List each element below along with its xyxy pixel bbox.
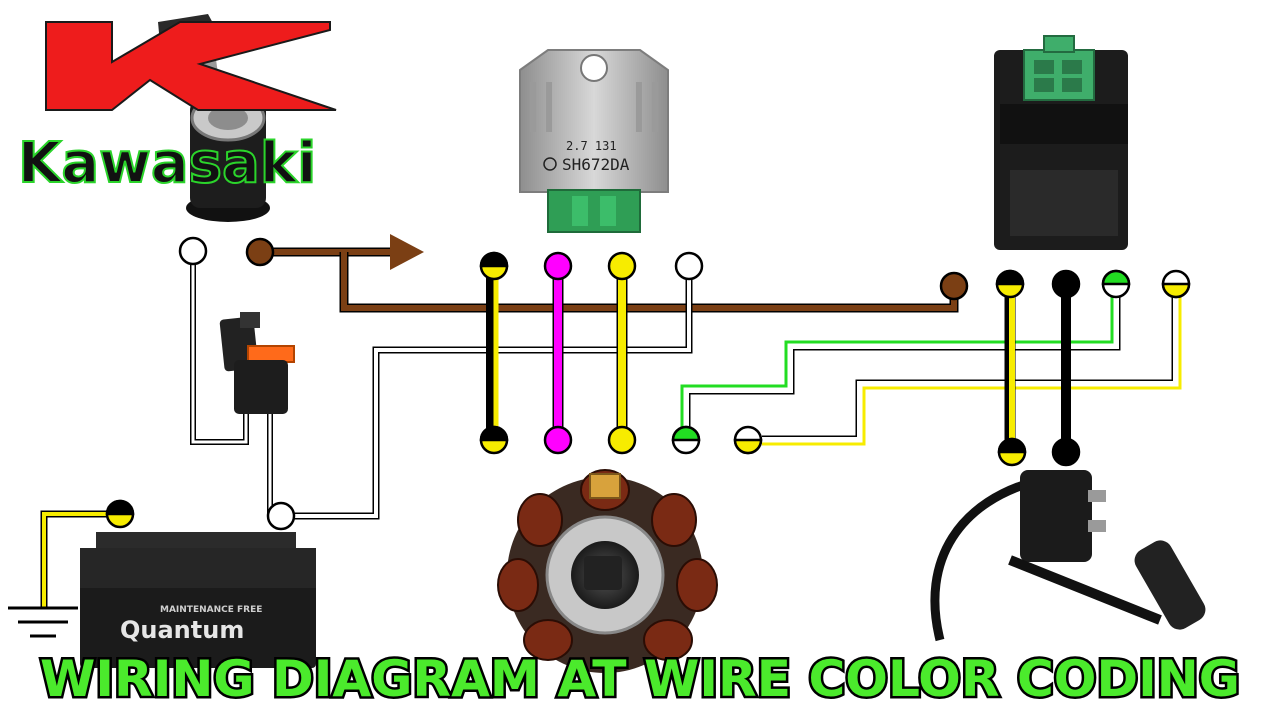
stator-terminal-yellow-white — [733, 425, 763, 455]
fuse-holder — [219, 312, 295, 414]
green-white-wire — [680, 284, 1121, 436]
ignition-coil — [930, 470, 1206, 642]
kawasaki-k-mark — [45, 21, 337, 111]
stator-terminal-pink — [543, 425, 573, 455]
yellow-white-wire — [762, 284, 1182, 446]
regulator-rectifier: 2.7 131 SH672DA — [519, 49, 669, 233]
coil-terminal-black-yellow — [997, 437, 1027, 467]
stator-terminal-green-white — [671, 425, 701, 455]
coil-terminal-black — [1051, 437, 1081, 467]
ground-wire — [40, 510, 120, 608]
cdi-connector — [1023, 49, 1095, 101]
brown-wire — [260, 234, 959, 313]
cdi-to-coil-wires — [1004, 284, 1071, 452]
regulator-connector — [547, 189, 641, 233]
battery: MAINTENANCE FREE Quantum — [80, 532, 316, 668]
stator-terminal-black-yellow — [479, 425, 509, 455]
stator-terminal-yellow — [607, 425, 637, 455]
white-wire-to-regulator — [281, 266, 693, 520]
cdi-terminal-black-yellow — [995, 269, 1025, 299]
cdi-terminal-green-white — [1101, 269, 1131, 299]
cdi-terminal-brown — [939, 271, 969, 301]
footer-title: WIRING DIAGRAM AT WIRE COLOR CODING — [40, 650, 1240, 708]
brand-name: Kawasaki — [18, 131, 316, 196]
white-wire-key-to-fuse — [190, 251, 273, 516]
battery-terminal-black-yellow — [105, 499, 135, 529]
battery-brand: Quantum — [120, 616, 244, 644]
regulator-vertical-wires — [486, 266, 628, 440]
spark-plug-cap-icon — [1134, 540, 1206, 630]
cdi-unit — [994, 35, 1128, 250]
ground-symbol-icon — [8, 606, 78, 638]
battery-tag: MAINTENANCE FREE — [160, 605, 262, 615]
battery-terminal-white — [266, 501, 296, 531]
regulator-terminal-white — [674, 251, 704, 281]
stator — [497, 469, 718, 673]
regulator-label-model: SH672DA — [562, 155, 630, 174]
regulator-terminal-black-yellow — [479, 251, 509, 281]
key-terminal-white — [178, 236, 208, 266]
terminals — [105, 236, 1191, 531]
cdi-terminal-black — [1051, 269, 1081, 299]
cdi-terminal-yellow-white — [1161, 269, 1191, 299]
regulator-label-code: 2.7 131 — [566, 139, 617, 153]
kawasaki-logo: Kawasaki — [17, 14, 337, 222]
regulator-terminal-pink — [543, 251, 573, 281]
key-terminal-brown — [245, 237, 275, 267]
regulator-terminal-yellow — [607, 251, 637, 281]
